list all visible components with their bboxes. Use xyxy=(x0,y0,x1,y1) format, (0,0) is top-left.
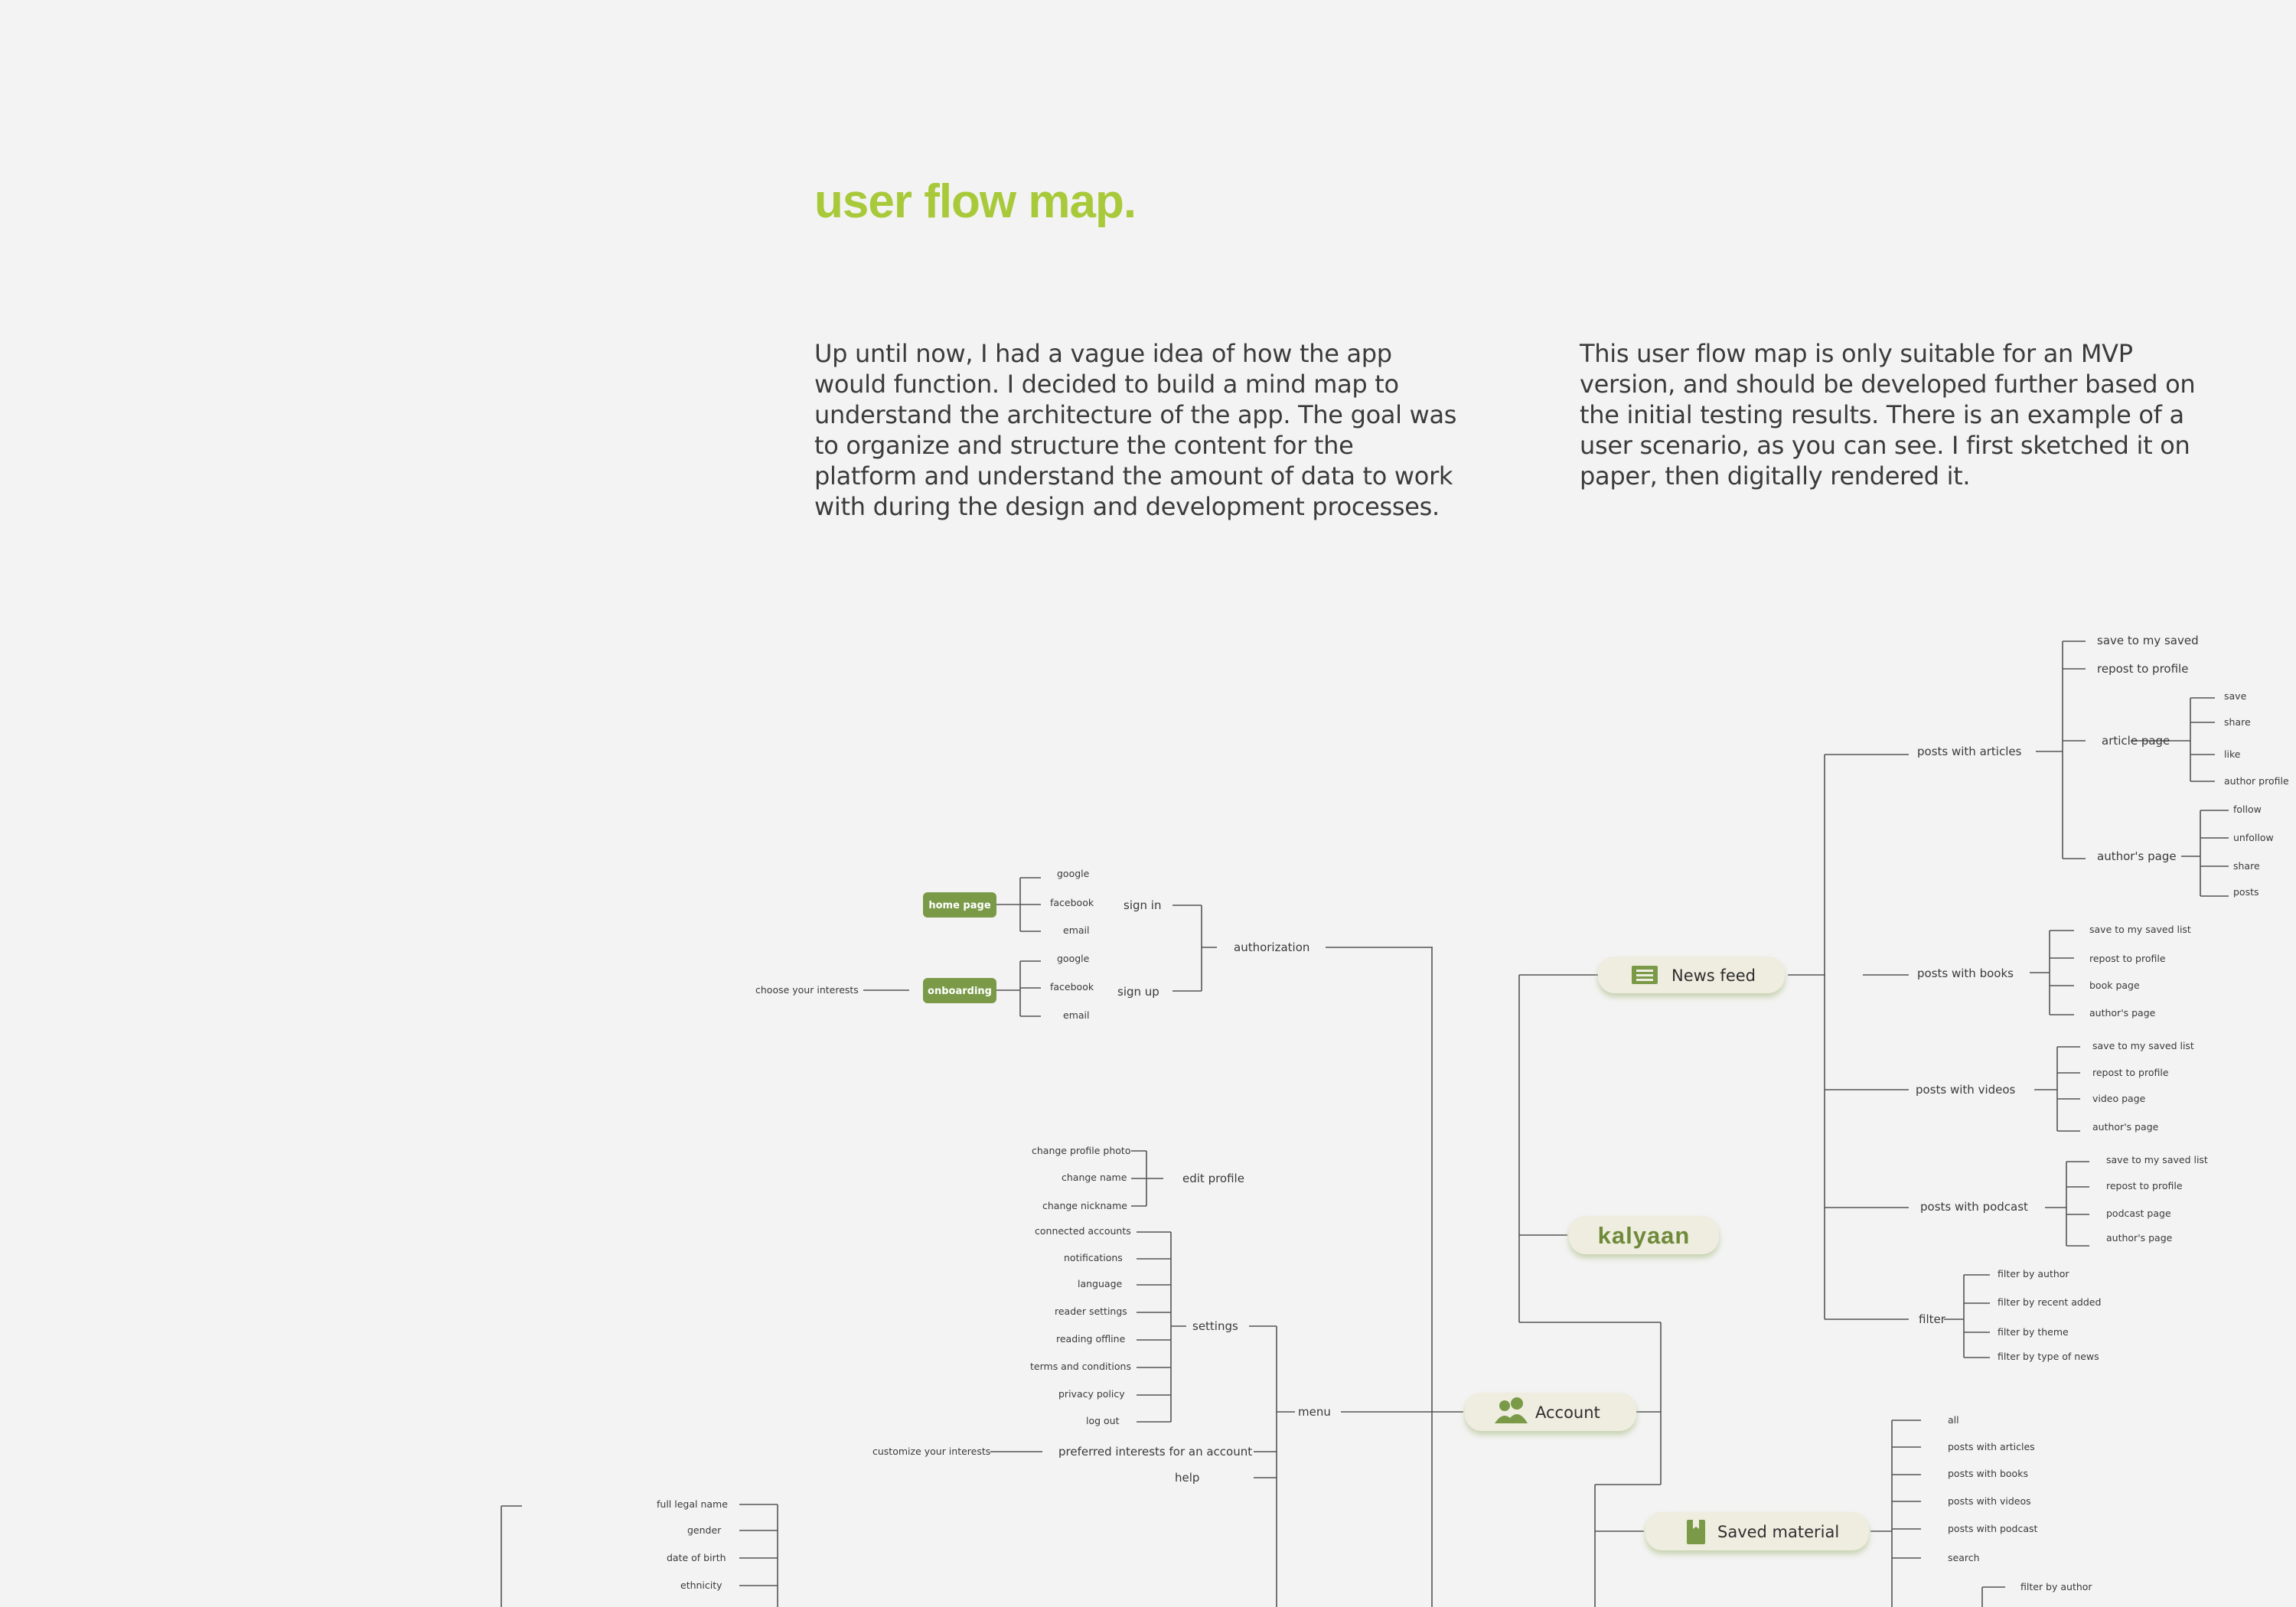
choose-interests-label: choose your interests xyxy=(755,984,859,996)
filter-item: filter by theme xyxy=(1998,1326,2069,1338)
saved-item: posts with articles xyxy=(1948,1441,2035,1452)
brand-wordmark: kalyaan xyxy=(1598,1222,1691,1249)
authors-page-item: share xyxy=(2233,860,2260,872)
home-page-label: home page xyxy=(928,900,990,911)
article-page-item: save xyxy=(2224,690,2247,702)
sign-up-label: sign up xyxy=(1117,985,1159,999)
saved-item: all xyxy=(1948,1414,1959,1426)
saved-item: posts with books xyxy=(1948,1468,2028,1479)
account-label: Account xyxy=(1535,1403,1600,1422)
settings-item: terms and conditions xyxy=(1030,1361,1131,1372)
hub-brand: kalyaan xyxy=(1569,1216,1719,1254)
settings-item: language xyxy=(1078,1278,1123,1289)
settings-item: reader settings xyxy=(1055,1305,1127,1317)
saved-item: posts with videos xyxy=(1948,1495,2031,1507)
books-item: save to my saved list xyxy=(2089,924,2191,935)
saved-item: posts with podcast xyxy=(1948,1523,2038,1534)
settings-item: reading offline xyxy=(1056,1333,1126,1345)
intro-paragraph-left: Up until now, I had a vague idea of how … xyxy=(814,339,1457,521)
filter-item: filter by recent added xyxy=(1998,1296,2101,1308)
saved-sub-item: filter by author xyxy=(2020,1581,2092,1592)
article-repost: repost to profile xyxy=(2097,662,2188,676)
hub-account: Account xyxy=(1465,1393,1636,1431)
sign-up-facebook: facebook xyxy=(1050,981,1094,993)
podcast-item: author's page xyxy=(2106,1232,2173,1244)
home-page-node xyxy=(923,892,996,918)
books-item: author's page xyxy=(2089,1007,2156,1019)
authors-page-item: follow xyxy=(2233,804,2262,815)
settings-item: privacy policy xyxy=(1058,1388,1125,1400)
podcast-item: save to my saved list xyxy=(2106,1154,2208,1165)
users-icon xyxy=(1495,1397,1528,1423)
settings-item: connected accounts xyxy=(1035,1225,1131,1237)
saved-material-label: Saved material xyxy=(1717,1523,1839,1541)
sign-up-email: email xyxy=(1063,1009,1089,1021)
podcast-item: repost to profile xyxy=(2106,1180,2183,1191)
videos-label: posts with videos xyxy=(1916,1083,2016,1097)
onboarding-label: onboarding xyxy=(928,986,992,997)
hub-news-feed: News feed xyxy=(1598,957,1785,993)
saved-item: search xyxy=(1948,1552,1980,1563)
news-feed-label: News feed xyxy=(1671,966,1756,985)
podcast-label: posts with podcast xyxy=(1920,1200,2028,1214)
authors-page-item: unfollow xyxy=(2233,832,2274,843)
settings-item: notifications xyxy=(1064,1252,1123,1263)
article-page-item: like xyxy=(2224,748,2241,760)
article-page-label: article page xyxy=(2102,734,2170,748)
article-save: save to my saved xyxy=(2097,634,2199,647)
books-label: posts with books xyxy=(1917,966,2014,980)
authors-page-item: posts xyxy=(2233,886,2259,898)
videos-item: video page xyxy=(2092,1093,2146,1104)
onboarding-node xyxy=(923,978,996,1003)
news-feed-branch: posts with articles save to my saved rep… xyxy=(1916,634,2289,1362)
filter-label: filter xyxy=(1919,1312,1946,1326)
books-item: book page xyxy=(2089,980,2140,991)
page-title: user flow map. xyxy=(814,175,1137,228)
intro-paragraph-right: This user flow map is only suitable for … xyxy=(1580,339,2196,491)
podcast-item: podcast page xyxy=(2106,1208,2171,1219)
sign-in-facebook: facebook xyxy=(1050,897,1094,908)
articles-label: posts with articles xyxy=(1917,745,2022,758)
edit-profile-item: change nickname xyxy=(1042,1200,1127,1211)
filter-item: filter by type of news xyxy=(1998,1351,2099,1362)
sign-up-google: google xyxy=(1057,953,1090,964)
sign-in-label: sign in xyxy=(1124,898,1161,912)
authorization-label: authorization xyxy=(1234,940,1309,954)
article-page-item: share xyxy=(2224,716,2251,728)
edit-profile-item: change name xyxy=(1062,1172,1127,1183)
videos-item: author's page xyxy=(2092,1121,2159,1133)
edit-profile-label: edit profile xyxy=(1182,1172,1244,1185)
settings-label: settings xyxy=(1192,1319,1238,1333)
hub-saved-material: Saved material xyxy=(1645,1512,1869,1550)
settings-item: log out xyxy=(1086,1415,1120,1426)
videos-item: save to my saved list xyxy=(2092,1040,2194,1051)
authorization-branch: authorization sign in sign up google fac… xyxy=(755,868,1309,1021)
saved-material-branch: all posts with articles posts with books… xyxy=(1948,1414,2092,1592)
bookmark-icon xyxy=(1687,1520,1705,1544)
preferred-interests-label: preferred interests for an account xyxy=(1058,1445,1252,1459)
edit-profile-item: change profile photo xyxy=(1032,1145,1131,1156)
filter-item: filter by author xyxy=(1998,1268,2069,1279)
connector-lines xyxy=(501,641,2229,1607)
sign-in-email: email xyxy=(1063,924,1089,936)
profile-field: gender xyxy=(687,1524,722,1536)
customize-interests-label: customize your interests xyxy=(872,1446,990,1457)
sign-in-google: google xyxy=(1057,868,1090,879)
account-branch: change profile photo change name change … xyxy=(657,1145,1331,1591)
brand-pill xyxy=(1569,1216,1719,1254)
profile-field: full legal name xyxy=(657,1498,728,1510)
books-item: repost to profile xyxy=(2089,953,2166,964)
newspaper-icon xyxy=(1632,966,1658,984)
profile-field: ethnicity xyxy=(680,1579,722,1591)
help-label: help xyxy=(1175,1471,1199,1485)
profile-field: date of birth xyxy=(667,1552,726,1563)
article-page-item: author profile xyxy=(2224,775,2289,787)
menu-label: menu xyxy=(1298,1405,1331,1419)
videos-item: repost to profile xyxy=(2092,1067,2169,1078)
authors-page-label: author's page xyxy=(2097,849,2177,863)
